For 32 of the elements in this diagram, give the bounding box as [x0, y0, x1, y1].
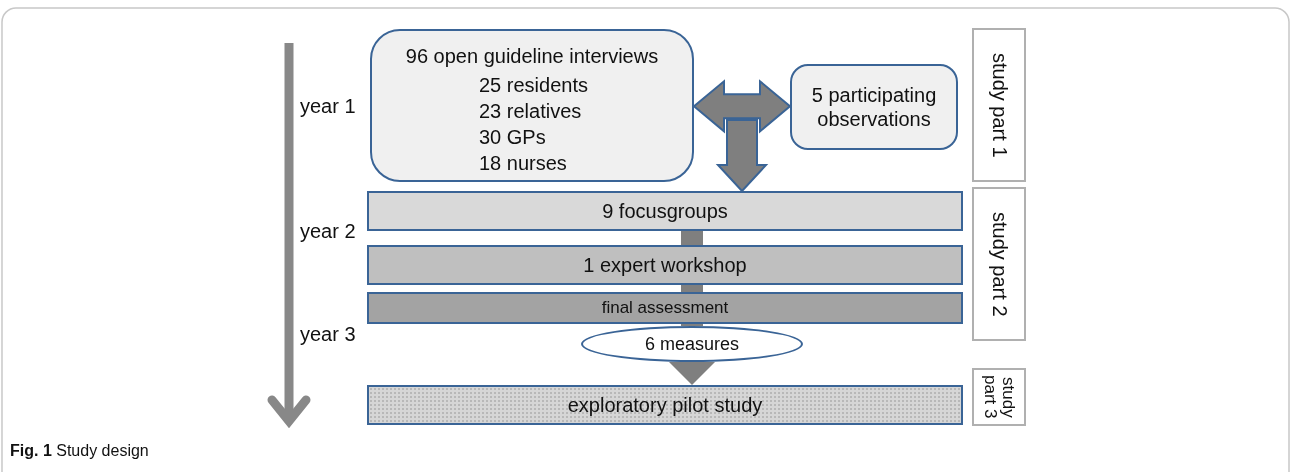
process-bar [367, 385, 963, 425]
process-bar [367, 191, 963, 231]
node-title: 5 participating observations [810, 83, 938, 131]
node-title: 6 measures [644, 333, 739, 355]
year-label: year 3 [300, 323, 356, 346]
list-item: 23 relatives [479, 99, 582, 124]
interview-box [370, 29, 694, 182]
phase-label: study part 1 [988, 52, 1010, 158]
phase-box [972, 28, 1026, 182]
node-title: 9 focusgroups [602, 199, 728, 223]
block-arrow [681, 231, 703, 245]
observation-box [790, 64, 958, 150]
node-title: final assessment [601, 298, 729, 318]
list-item: 25 residents [479, 73, 588, 98]
process-bar [367, 245, 963, 285]
node-title: 1 expert workshop [583, 253, 747, 277]
phase-label: study part 2 [988, 211, 1010, 317]
year-label: year 2 [300, 220, 356, 243]
block-arrow [692, 79, 792, 134]
list-item: 18 nurses [479, 151, 567, 176]
block-arrow [715, 119, 769, 193]
node-title: 96 open guideline interviews [405, 45, 659, 68]
figure-caption: Fig. 1 Study design [10, 442, 149, 460]
phase-box [972, 187, 1026, 341]
block-arrow [681, 285, 703, 292]
process-bar [367, 292, 963, 324]
year-label: year 1 [300, 95, 356, 118]
block-arrow [669, 362, 715, 385]
node-title: exploratory pilot study [567, 393, 763, 417]
phase-box [972, 368, 1026, 426]
phase-label: study part 3 [981, 374, 1017, 421]
list-item: 30 GPs [479, 125, 546, 150]
